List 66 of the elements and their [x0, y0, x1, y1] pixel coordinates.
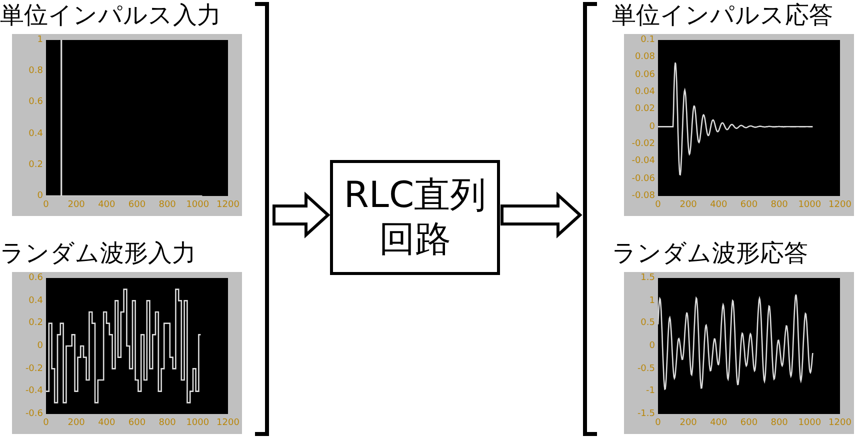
- axis-tick-label: 0: [37, 341, 43, 351]
- axis-tick-label: 1200: [828, 418, 852, 428]
- axis-tick-label: 1.5: [640, 273, 655, 283]
- axis-tick-label: 800: [158, 200, 177, 210]
- axis-tick-label: 400: [709, 418, 728, 428]
- axis-tick-label: -0.08: [632, 191, 655, 201]
- chart-title: ランダム波形応答: [612, 238, 808, 268]
- axis-tick-label: 1200: [216, 200, 240, 210]
- block-arrow: [500, 192, 582, 238]
- axis-tick-label: 200: [66, 418, 86, 428]
- axis-tick-label: 0: [37, 191, 43, 201]
- chart-title: 単位インパルス入力: [0, 0, 221, 30]
- axis-tick-label: 400: [97, 418, 116, 428]
- axis-tick-label: 0: [654, 418, 662, 428]
- axis-tick-label: 0.06: [634, 70, 655, 80]
- axis-tick-label: 0.02: [634, 104, 655, 114]
- axis-tick-label: 1: [37, 35, 43, 45]
- axis-tick-label: 0.1: [640, 35, 655, 45]
- axis-tick-label: 800: [770, 200, 789, 210]
- axis-tick-label: 0: [654, 200, 662, 210]
- axis-tick-label: 600: [739, 418, 759, 428]
- axis-tick-label: -0.4: [25, 386, 43, 396]
- axis-tick-label: 0.4: [28, 128, 43, 139]
- process-box: [330, 160, 500, 275]
- axis-tick-label: 1200: [216, 418, 240, 428]
- axis-tick-label: 600: [127, 200, 147, 210]
- axis-tick-label: 0.4: [28, 296, 43, 306]
- axis-tick-label: 1000: [797, 418, 822, 428]
- axis-tick-label: 1000: [185, 418, 210, 428]
- axis-tick-label: 200: [66, 200, 86, 210]
- axis-tick-label: 0.6: [28, 97, 43, 108]
- axis-tick-label: 1000: [797, 200, 822, 210]
- chart-title: ランダム波形入力: [0, 238, 196, 268]
- axis-tick-label: 0.8: [28, 66, 43, 76]
- axis-tick-label: -1: [646, 386, 655, 396]
- axis-tick-label: -0.02: [632, 139, 655, 149]
- axis-tick-label: -0.5: [637, 364, 655, 374]
- axis-tick-label: 0.2: [28, 160, 43, 170]
- axis-tick-label: 200: [678, 200, 698, 210]
- axis-tick-label: 200: [678, 418, 698, 428]
- axis-tick-label: 400: [709, 200, 728, 210]
- block-arrow: [272, 192, 330, 238]
- axis-tick-label: -0.6: [25, 409, 43, 419]
- axis-tick-label: 1000: [185, 200, 210, 210]
- axis-tick-label: -0.06: [632, 174, 655, 184]
- chart-title: 単位インパルス応答: [612, 0, 833, 30]
- axis-tick-label: 0: [649, 341, 655, 351]
- axis-tick-label: 0.08: [634, 52, 655, 62]
- axis-tick-label: 600: [739, 200, 759, 210]
- axis-tick-label: 0.2: [28, 318, 43, 328]
- axis-tick-label: 800: [158, 418, 177, 428]
- axis-tick-label: 0: [42, 418, 50, 428]
- axis-tick-label: 400: [97, 200, 116, 210]
- axis-tick-label: -0.2: [25, 364, 43, 374]
- axis-tick-label: 1: [649, 296, 655, 306]
- axis-tick-label: 0: [649, 122, 655, 132]
- box-label: RLC直列回路: [342, 174, 488, 262]
- axis-tick-label: 0.6: [28, 273, 43, 283]
- axis-tick-label: 0.04: [634, 87, 655, 97]
- axis-tick-label: 600: [127, 418, 147, 428]
- axis-tick-label: 0: [42, 200, 50, 210]
- axis-tick-label: 800: [770, 418, 789, 428]
- axis-tick-label: 0.5: [640, 318, 655, 328]
- axis-tick-label: -0.04: [632, 156, 655, 166]
- axis-tick-label: 1200: [828, 200, 852, 210]
- axis-tick-label: -1.5: [637, 409, 655, 419]
